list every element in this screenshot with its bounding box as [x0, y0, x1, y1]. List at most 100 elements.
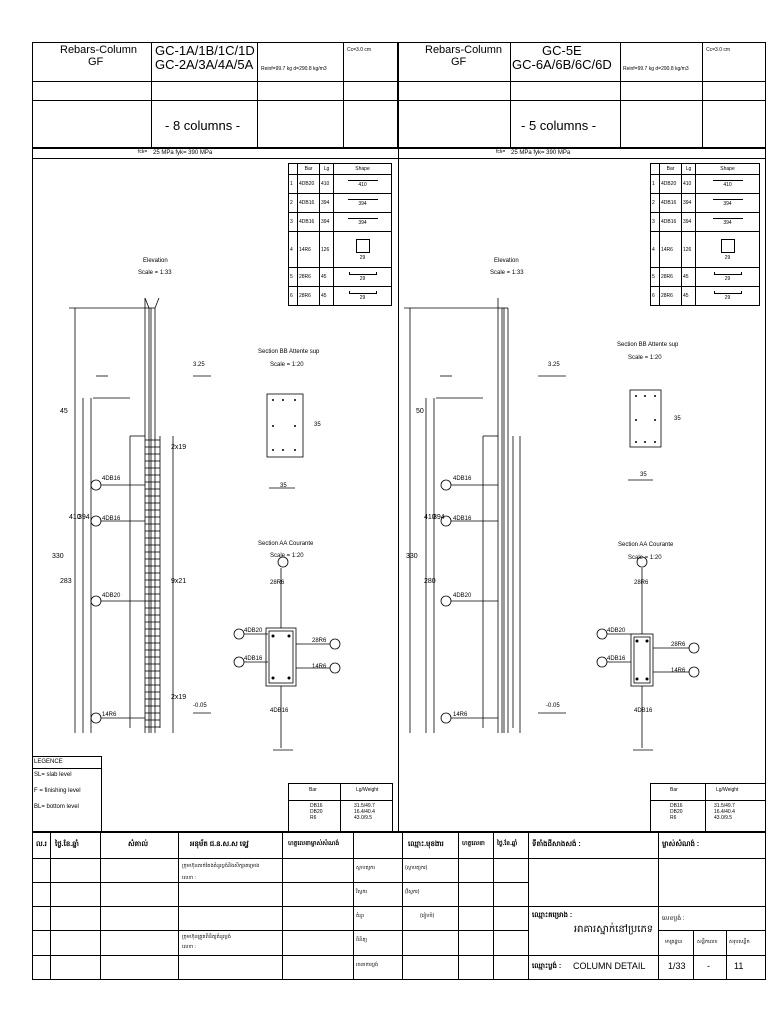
tb-page-label: លេខប្លង់ :	[662, 916, 685, 922]
tb-sheet-label: សន្លឹកលេខ	[697, 939, 718, 945]
right-callout-4: 14R6	[453, 712, 468, 718]
right-elevation-title: Elevation	[494, 258, 519, 264]
left-column-ids-2: GC-2A/3A/4A/5A	[155, 57, 254, 72]
tb-scale-value: 1/33	[668, 961, 686, 971]
left-column-drawing	[69, 297, 341, 751]
right-aa-label-5: 28R6	[634, 580, 649, 586]
left-callout-2: 4DB16	[102, 516, 121, 522]
left-header-title: Rebars-Column	[60, 44, 138, 56]
left-dim-neg: -0.05	[193, 703, 207, 709]
left-callout-1: 4DB20	[102, 593, 121, 599]
left-spacing-1: 2x19	[171, 444, 187, 451]
right-callout-3: 4DB16	[453, 476, 472, 482]
right-dim-394: 394	[433, 514, 445, 521]
right-callout-2: 4DB16	[453, 516, 472, 522]
tb-h-desc: សំគាល់	[128, 841, 148, 848]
left-dim-35a: 35	[314, 422, 321, 428]
right-header-sub: GF	[451, 56, 467, 68]
right-aa-label-3: 28R6	[671, 642, 686, 648]
right-aa-label-6: 4DB16	[634, 708, 653, 714]
left-cover: Cc=3.0 cm	[347, 47, 372, 53]
left-aa-label-1: 4DB20	[244, 628, 263, 634]
left-columns-count: - 8 columns -	[165, 118, 241, 133]
tb-approve-sub: លេខា :	[182, 875, 196, 881]
right-dim-330: 330	[406, 553, 418, 560]
left-dim-330: 330	[52, 553, 64, 560]
left-spacing-3: 2x19	[171, 694, 187, 701]
left-dim-394: 394	[78, 514, 90, 521]
left-section-aa-scale: Scale = 1:20	[270, 553, 304, 559]
left-fck-value: 25 MPa fyk= 390 MPa	[153, 150, 213, 156]
right-section-bb-title: Section BB Attente sup	[617, 342, 679, 348]
tb-role-drafter: គំនូរ	[356, 913, 364, 919]
left-header-box	[32, 42, 398, 148]
left-dim-410: 410	[69, 514, 81, 521]
right-column-ids-1: GC-5E	[542, 43, 582, 58]
tb-h-date2: ថ្ងៃ.ខែ.ឆ្នាំ	[497, 841, 518, 847]
left-weight-bars: DB16 DB20 R6	[310, 803, 323, 821]
tb-total-label: សរុបសន្លឹក	[729, 939, 750, 945]
tb-value-drafter: (រៀបចំ)	[420, 913, 435, 919]
left-dim-325: 3.25	[193, 362, 205, 368]
tb-role-controller: ពិនិត្យ	[356, 937, 368, 943]
tb-h-no: ល.រ	[36, 841, 47, 848]
right-header-box	[398, 42, 766, 148]
left-aa-label-2: 4DB16	[244, 656, 263, 662]
right-dim-325: 3.25	[548, 362, 560, 368]
right-aa-label-1: 4DB20	[607, 628, 626, 634]
left-aa-label-6: 4DB16	[270, 708, 289, 714]
right-fck-value: 25 MPa fyk= 390 MPa	[511, 150, 571, 156]
left-callout-4: 14R6	[102, 712, 117, 718]
legend-bl: BL= bottom level	[34, 804, 79, 810]
right-columns-count: - 5 columns -	[521, 118, 597, 133]
tb-h-approved: អនុម័ត ជ.ន.ស.ស ទេវ្ឋ	[190, 841, 249, 848]
left-section-bb-scale: Scale = 1:20	[270, 362, 304, 368]
left-dim-35b: 35	[280, 483, 287, 489]
tb-project-value: អាគារស្នាក់នៅប្រភេទ	[574, 924, 654, 935]
right-reinf: Reinf=99.7 kg d=290.8 kg/m3	[623, 66, 689, 72]
tb-drawing-value: COLUMN DETAIL	[573, 961, 646, 971]
right-column-drawing	[404, 298, 700, 751]
right-aa-label-4: 14R6	[671, 668, 686, 674]
tb-value-engineer: (វិស្វករ)	[405, 889, 420, 895]
legend-sl: SL= slab level	[34, 772, 72, 778]
tb-h-name: ឈ្មោះ.មុខងារ	[408, 841, 444, 848]
tb-value-architect: (ស្ថាបត្យករ)	[405, 865, 428, 871]
left-weight-h1: Bar	[309, 787, 317, 793]
left-dim-45: 45	[60, 408, 68, 415]
tb-h-owner: ម្ចាស់សំណង់ :	[662, 841, 700, 848]
left-elevation-scale: Scale = 1:33	[138, 270, 172, 276]
tb-approve-note: ក្រុមហ៊ុនតាក់តែងគំនូរប្លង់និងសិក្សាគម្រោ…	[182, 863, 260, 869]
left-aa-label-3: 28R6	[312, 638, 327, 644]
right-weight-bars: DB16 DB20 R6	[670, 803, 683, 821]
left-aa-label-4: 14R6	[312, 664, 327, 670]
right-weight-table	[650, 783, 766, 832]
right-dim-neg: -0.05	[546, 703, 560, 709]
left-aa-label-5: 28R6	[270, 580, 285, 586]
left-reinf: Reinf=99.7 kg d=290.8 kg/m3	[261, 66, 327, 72]
tb-role-architect: ស្ថាបត្យករ	[356, 865, 375, 871]
tb-h-date: ថ្ងៃ.ខែ.ឆ្នាំ	[55, 841, 79, 848]
left-column-ids-1: GC-1A/1B/1C/1D	[155, 43, 255, 58]
right-cover: Cc=3.0 cm	[706, 47, 731, 53]
right-dim-35a: 35	[674, 416, 681, 422]
right-fck-label: fck=	[496, 149, 506, 155]
left-elevation-title: Elevation	[143, 258, 168, 264]
tb-check-sub: លេខា :	[182, 944, 196, 950]
right-weight-h1: Bar	[670, 787, 678, 793]
right-column-ids-2: GC-6A/6B/6C/6D	[512, 57, 612, 72]
legend-box	[32, 756, 102, 832]
right-header-title: Rebars-Column	[425, 44, 503, 56]
right-callout-1: 4DB20	[453, 593, 472, 599]
tb-h-location: ទីតាំងដីសាងសង់ :	[532, 841, 581, 848]
tb-check-note: ក្រុមហ៊ុនត្រួតពិនិត្យគំនូរប្លង់	[182, 934, 231, 940]
tb-project-label: ឈ្មោះគម្រោង :	[532, 912, 573, 919]
right-weight-values: 31.5/49.7 16.4/40.4 43.0/9.5	[714, 803, 735, 821]
right-dim-280: 280	[424, 578, 436, 585]
left-header-sub: GF	[88, 56, 104, 68]
tb-role-designer: រចនាការប្លង់	[356, 962, 379, 968]
right-dim-50: 50	[416, 408, 424, 415]
right-dim-410: 410	[424, 514, 436, 521]
